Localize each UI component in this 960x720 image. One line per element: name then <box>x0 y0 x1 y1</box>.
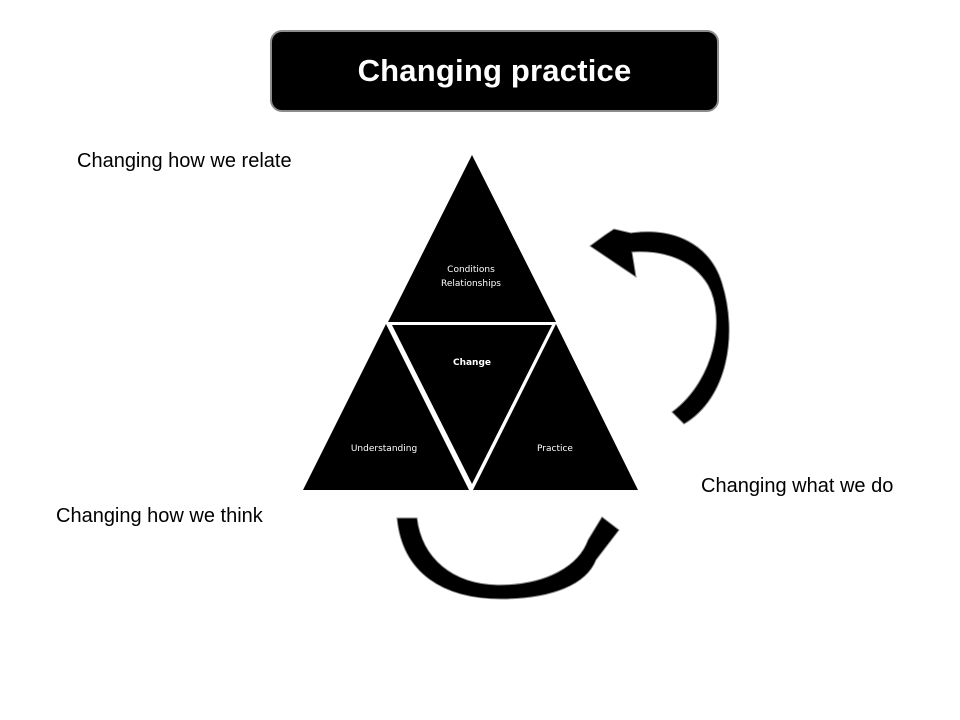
title-box: Changing practice <box>270 30 719 112</box>
triangle-center-label: Change <box>453 358 491 368</box>
label-changing-how-we-relate: Changing how we relate <box>77 150 292 172</box>
triangle-top-label-2: Relationships <box>441 279 501 289</box>
label-changing-how-we-think: Changing how we think <box>56 505 263 527</box>
page-title: Changing practice <box>357 53 632 88</box>
triangle-top-label-1: Conditions <box>447 265 495 275</box>
triangle-left-segment <box>303 324 469 490</box>
curved-arrow-bottom-icon <box>396 516 620 600</box>
triangle-right-segment <box>473 324 638 490</box>
triangle-center-segment <box>392 325 552 484</box>
triangle-right-label: Practice <box>537 444 573 454</box>
label-changing-what-we-do: Changing what we do <box>701 475 894 497</box>
curved-arrow-right-icon <box>589 228 730 425</box>
triangle-left-label: Understanding <box>351 444 417 454</box>
triangle-top-segment <box>388 155 556 322</box>
